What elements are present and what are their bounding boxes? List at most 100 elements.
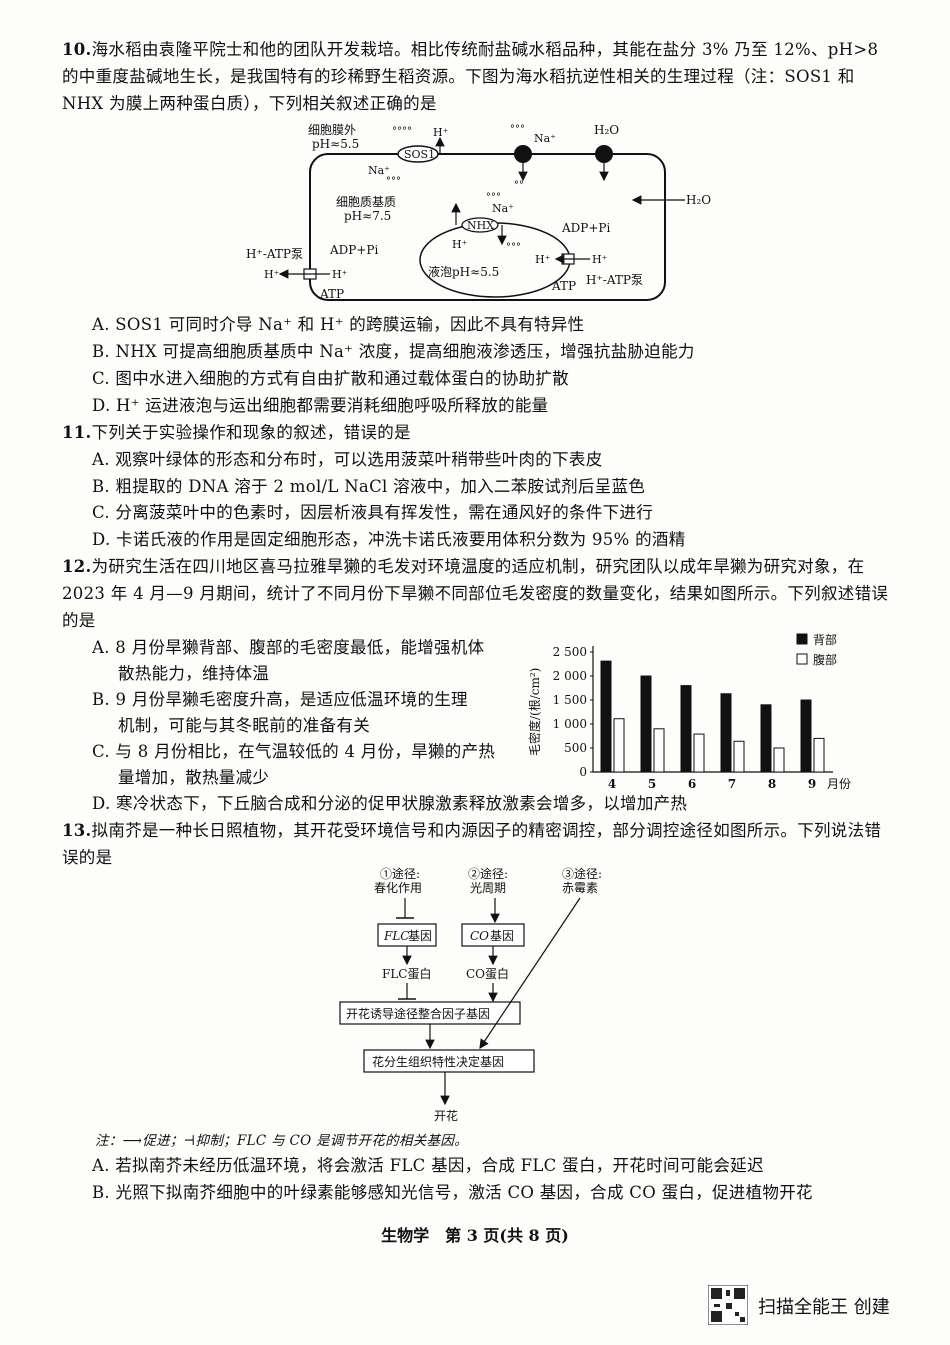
nhx-na-label: Na⁺ (492, 202, 514, 215)
path3-name: 赤霉素 (562, 881, 598, 895)
q12-stem-text: 为研究生活在四川地区喜马拉雅旱獭的毛发对环境温度的适应机制，研究团队以成年旱獭为… (62, 557, 889, 630)
q10-option-c: C. 图中水进入细胞的方式有自由扩散和通过载体蛋白的协助扩散 (92, 369, 570, 388)
qr-code-icon (708, 1285, 748, 1325)
q12-option-d: D. 寒冷状态下，下丘脑合成和分泌的促甲状腺激素释放激素会增多，以增加产热 (92, 794, 688, 813)
q13-option-a: A. 若拟南芥未经历低温环境，将会激活 FLC 基因，合成 FLC 蛋白，开花时… (92, 1156, 764, 1175)
gibberellin-arrow (479, 897, 581, 1049)
co-gene-suffix: 基因 (490, 929, 514, 943)
aquaporin-h2o-label: H₂O (594, 123, 619, 137)
q11-stem-text: 下列关于实验操作和现象的叙述，错误的是 (91, 423, 411, 442)
legend-label-0: 背部 (813, 632, 837, 647)
bar-back-8 (760, 704, 772, 773)
q10-option-b: B. NHX 可提高细胞质基质中 Na⁺ 浓度，提高细胞液渗透压，增强抗盐胁迫能… (92, 342, 695, 361)
path2-name: 光周期 (470, 881, 506, 895)
vacuole-pump-adp: ADP+Pi (561, 221, 610, 235)
q11-option-b: B. 粗提取的 DNA 溶于 2 mol/L NaCl 溶液中，加入二苯胺试剂后… (92, 477, 646, 496)
channel-na-label: Na⁺ (534, 132, 556, 145)
flc-gene-suffix: 基因 (408, 929, 432, 943)
q11-option-c: C. 分离菠菜叶中的色素时，因层析液具有挥发性，需在通风好的条件下进行 (92, 503, 654, 522)
q13-stem: 13.拟南芥是一种长日照植物，其开花受环境信号和内源因子的精密调控，部分调控途径… (62, 817, 892, 871)
flc-protein-label: FLC蛋白 (382, 966, 431, 981)
outside-label-1: 细胞膜外 (308, 123, 356, 137)
q11-option-a: A. 观察叶绿体的形态和分布时，可以选用菠菜叶稍带些叶肉的下表皮 (92, 450, 603, 469)
chart-y-tick: 0 (579, 765, 587, 779)
membrane-pump-name: H⁺-ATP泵 (246, 247, 303, 261)
path1-name: 春化作用 (374, 881, 422, 895)
bar-back-5 (640, 675, 652, 773)
vacuole-pump-h-out: H⁺ (592, 253, 608, 266)
vacuole-pump-h-in: H⁺ (535, 253, 551, 266)
flowering-label: 开花 (434, 1108, 458, 1123)
legend-swatch-0 (796, 633, 808, 645)
meristem-label: 花分生组织特性决定基因 (372, 1054, 504, 1069)
q11-stem: 11.下列关于实验操作和现象的叙述，错误的是 (62, 419, 892, 446)
na-dots-5: °°° (486, 192, 501, 203)
q12-option-c-line1: C. 与 8 月份相比，在气温较低的 4 月份，旱獭的产热 (92, 742, 496, 761)
chart-x-tick: 9 (808, 777, 816, 791)
bar-back-4 (600, 660, 612, 773)
q12-option-a-line2: 散热能力，维持体温 (118, 664, 270, 683)
outside-label-2: pH≈5.5 (312, 137, 359, 151)
q12-stem: 12.为研究生活在四川地区喜马拉雅旱獭的毛发对环境温度的适应机制，研究团队以成年… (62, 553, 892, 634)
vacuole-label: 液泡pH≈5.5 (428, 264, 499, 279)
nhx-label: NHX (467, 219, 494, 232)
chart-x-tick: 7 (728, 777, 736, 791)
cytoplasm-label-1: 细胞质基质 (336, 195, 396, 209)
chart-x-tick: 8 (768, 777, 776, 791)
chart-x-unit: 月份 (827, 777, 851, 791)
q13-note: 注：⟶促进；⊣抑制；FLC 与 CO 是调节开花的相关基因。 (95, 1133, 468, 1149)
chart-y-axis-label: 毛密度/(根/cm²) (527, 668, 542, 756)
bar-belly-4 (613, 718, 625, 773)
sos1-protein (397, 145, 439, 163)
na-dots-4: °° (514, 180, 524, 191)
membrane-pump-h-out: H⁺ (264, 268, 280, 281)
na-dots-6: °°° (506, 242, 521, 253)
q11-number: 11. (62, 423, 92, 442)
q10-figure: 细胞膜外 pH≈5.5 SOS1 H⁺ °°°° Na⁺ °°° °°° Na⁺… (246, 123, 711, 301)
q11-option-d: D. 卡诺氏液的作用是固定细胞形态，冲洗卡诺氏液要用体积分数为 95% 的酒精 (92, 530, 686, 549)
co-protein-label: CO蛋白 (466, 966, 509, 981)
scanner-text: 扫描全能王 创建 (758, 1297, 890, 1318)
membrane-pump-adp: ADP+Pi (329, 243, 378, 257)
bar-back-6 (680, 685, 692, 773)
integrator-label: 开花诱导途径整合因子基因 (346, 1006, 490, 1021)
na-dots-2: °°° (386, 176, 401, 187)
q12-option-b-line2: 机制，可能与其冬眠前的准备有关 (118, 716, 370, 735)
membrane-pump-h-in: H⁺ (332, 268, 348, 281)
path1-title: ①途径: (380, 866, 420, 881)
na-dots-3: °°° (510, 124, 525, 135)
q12-option-a-line1: A. 8 月份旱獭背部、腹部的毛密度最低，能增强机体 (92, 638, 485, 657)
path2-title: ②途径: (468, 866, 508, 881)
bar-belly-6 (693, 733, 705, 773)
q13-stem-text: 拟南芥是一种长日照植物，其开花受环境信号和内源因子的精密调控，部分调控途径如图所… (62, 821, 882, 867)
chart-x-tick: 6 (688, 777, 696, 791)
scanner-watermark: 扫描全能王 创建 (708, 1283, 928, 1327)
cell-membrane (309, 153, 666, 301)
aquaporin (595, 145, 613, 163)
vacuole-pump-name: H⁺-ATP泵 (586, 273, 643, 287)
path3-title: ③途径: (562, 866, 602, 881)
chart-y-tick: 1 000 (553, 717, 587, 731)
q12-number: 12. (62, 557, 92, 576)
chart-y-tick: 2 500 (553, 645, 587, 659)
vacuole-pump-atp: ATP (551, 279, 576, 293)
bar-back-7 (720, 693, 732, 773)
na-channel (514, 145, 532, 163)
na-dots-1: °°°° (392, 126, 412, 137)
sos1-h-label: H⁺ (433, 126, 449, 139)
flc-gene-italic: FLC (383, 929, 409, 943)
bar-belly-9 (813, 737, 825, 773)
chart-y-tick: 500 (564, 741, 587, 755)
q10-stem: 10.海水稻由袁隆平院士和他的团队开发栽培。相比传统耐盐碱水稻品种，其能在盐分 … (62, 36, 892, 117)
membrane-pump-atp: ATP (319, 287, 344, 301)
q13-flowchart: ①途径: 春化作用 ②途径: 光周期 ③途径: 赤霉素 FLC 基因 CO 基因… (339, 866, 602, 1123)
sos1-label: SOS1 (404, 148, 435, 161)
q12-option-c-line2: 量增加，散热量减少 (118, 768, 270, 787)
meristem-box (363, 1049, 535, 1073)
q10-option-a: A. SOS1 可同时介导 Na⁺ 和 H⁺ 的跨膜运输，因此不具有特异性 (92, 315, 585, 334)
q10-number: 10. (62, 40, 92, 59)
bar-belly-7 (733, 740, 745, 773)
bar-belly-8 (773, 747, 785, 773)
chart-y-tick: 1 500 (553, 693, 587, 707)
